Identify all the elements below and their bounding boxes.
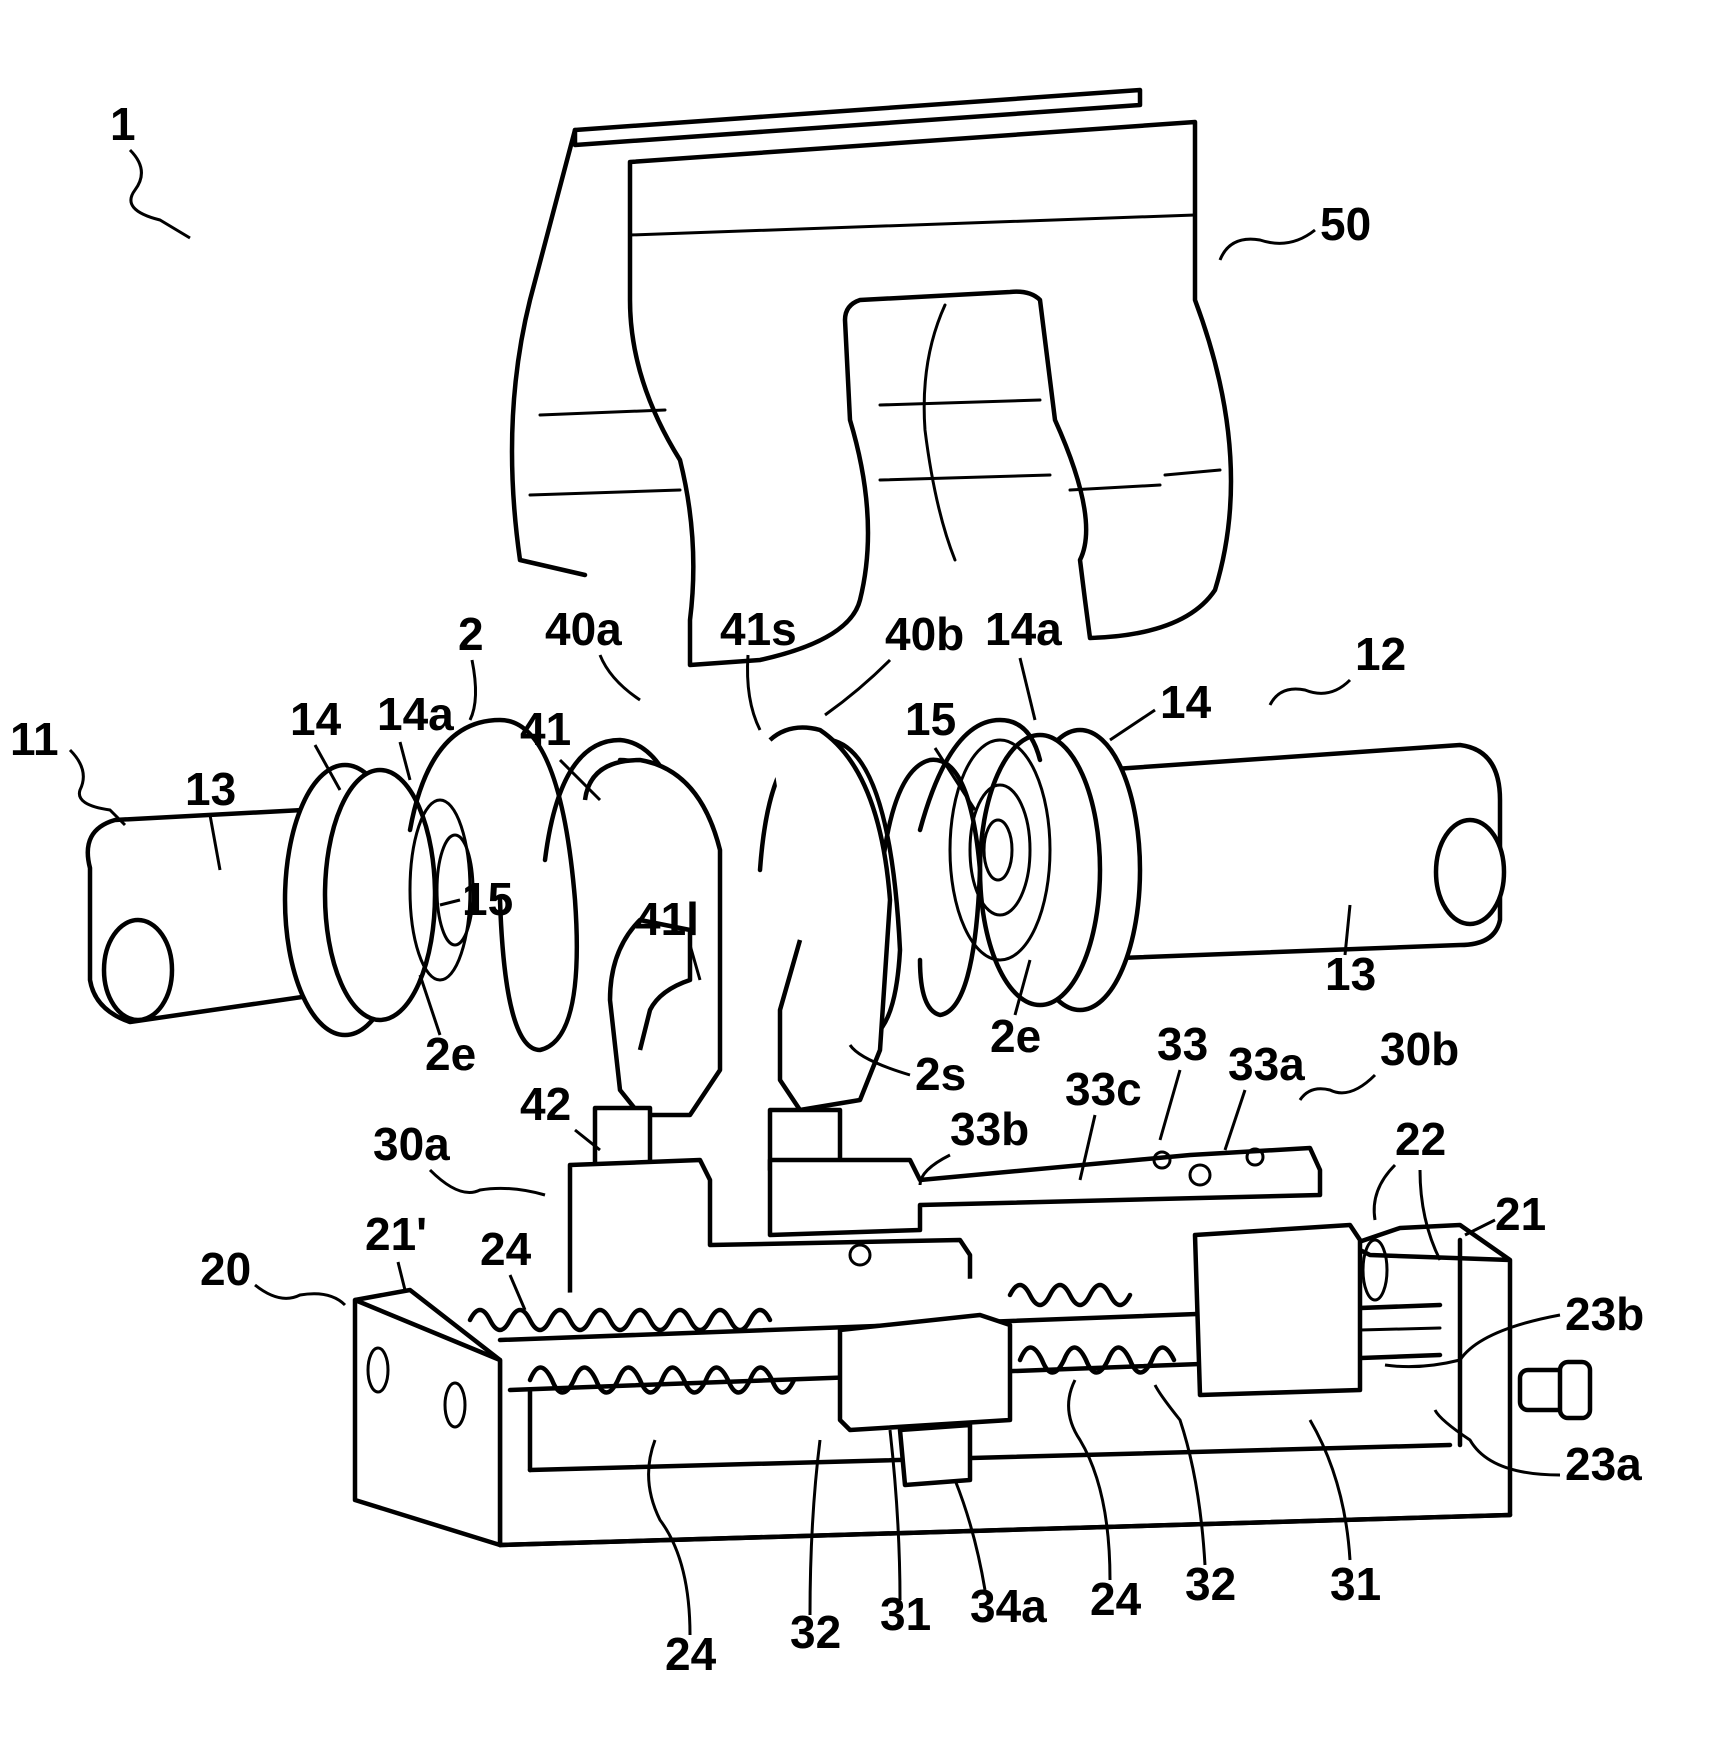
label-2e-right: 2e: [990, 1010, 1041, 1062]
label-31-left: 31: [880, 1588, 931, 1640]
label-13b: 13: [1325, 948, 1376, 1000]
label-41l: 41l: [635, 893, 699, 945]
label-41s: 41s: [720, 603, 797, 655]
label-32-right: 32: [1185, 1558, 1236, 1610]
label-14-right: 14: [1160, 676, 1212, 728]
slider-30b: [770, 1148, 1320, 1235]
label-22: 22: [1395, 1113, 1446, 1165]
label-2: 2: [458, 608, 484, 660]
shaft-12: [950, 730, 1504, 1010]
label-33a: 33a: [1228, 1038, 1305, 1090]
label-40b: 40b: [885, 608, 964, 660]
label-31-right: 31: [1330, 1558, 1381, 1610]
label-12: 12: [1355, 628, 1406, 680]
label-23a: 23a: [1565, 1438, 1642, 1490]
label-11: 11: [10, 713, 59, 765]
label-13a: 13: [185, 763, 236, 815]
label-33c: 33c: [1065, 1063, 1142, 1115]
label-40a: 40a: [545, 603, 622, 655]
label-2e-left: 2e: [425, 1028, 476, 1080]
label-34a: 34a: [970, 1580, 1047, 1632]
label-14a-right: 14a: [985, 603, 1062, 655]
label-24-top: 24: [480, 1223, 532, 1275]
hooks-40: [585, 728, 890, 1170]
label-1: 1: [110, 98, 136, 150]
label-30b: 30b: [1380, 1023, 1459, 1075]
label-50: 50: [1320, 198, 1371, 250]
label-33b: 33b: [950, 1103, 1029, 1155]
label-14a-left: 14a: [377, 688, 454, 740]
label-23b: 23b: [1565, 1288, 1644, 1340]
label-20: 20: [200, 1243, 251, 1295]
label-21: 21: [1495, 1188, 1546, 1240]
label-32-left: 32: [790, 1606, 841, 1658]
label-15-left: 15: [462, 873, 513, 925]
label-41: 41: [520, 703, 571, 755]
label-24-bottom-right: 24: [1090, 1573, 1142, 1625]
label-33: 33: [1157, 1018, 1208, 1070]
label-42: 42: [520, 1078, 571, 1130]
label-24-bottom-left: 24: [665, 1628, 717, 1680]
label-14-left: 14: [290, 693, 342, 745]
clip-50: [512, 90, 1231, 665]
label-15-right: 15: [905, 693, 956, 745]
label-21-prime: 21': [365, 1208, 427, 1260]
label-30a: 30a: [373, 1118, 450, 1170]
label-2s: 2s: [915, 1048, 966, 1100]
